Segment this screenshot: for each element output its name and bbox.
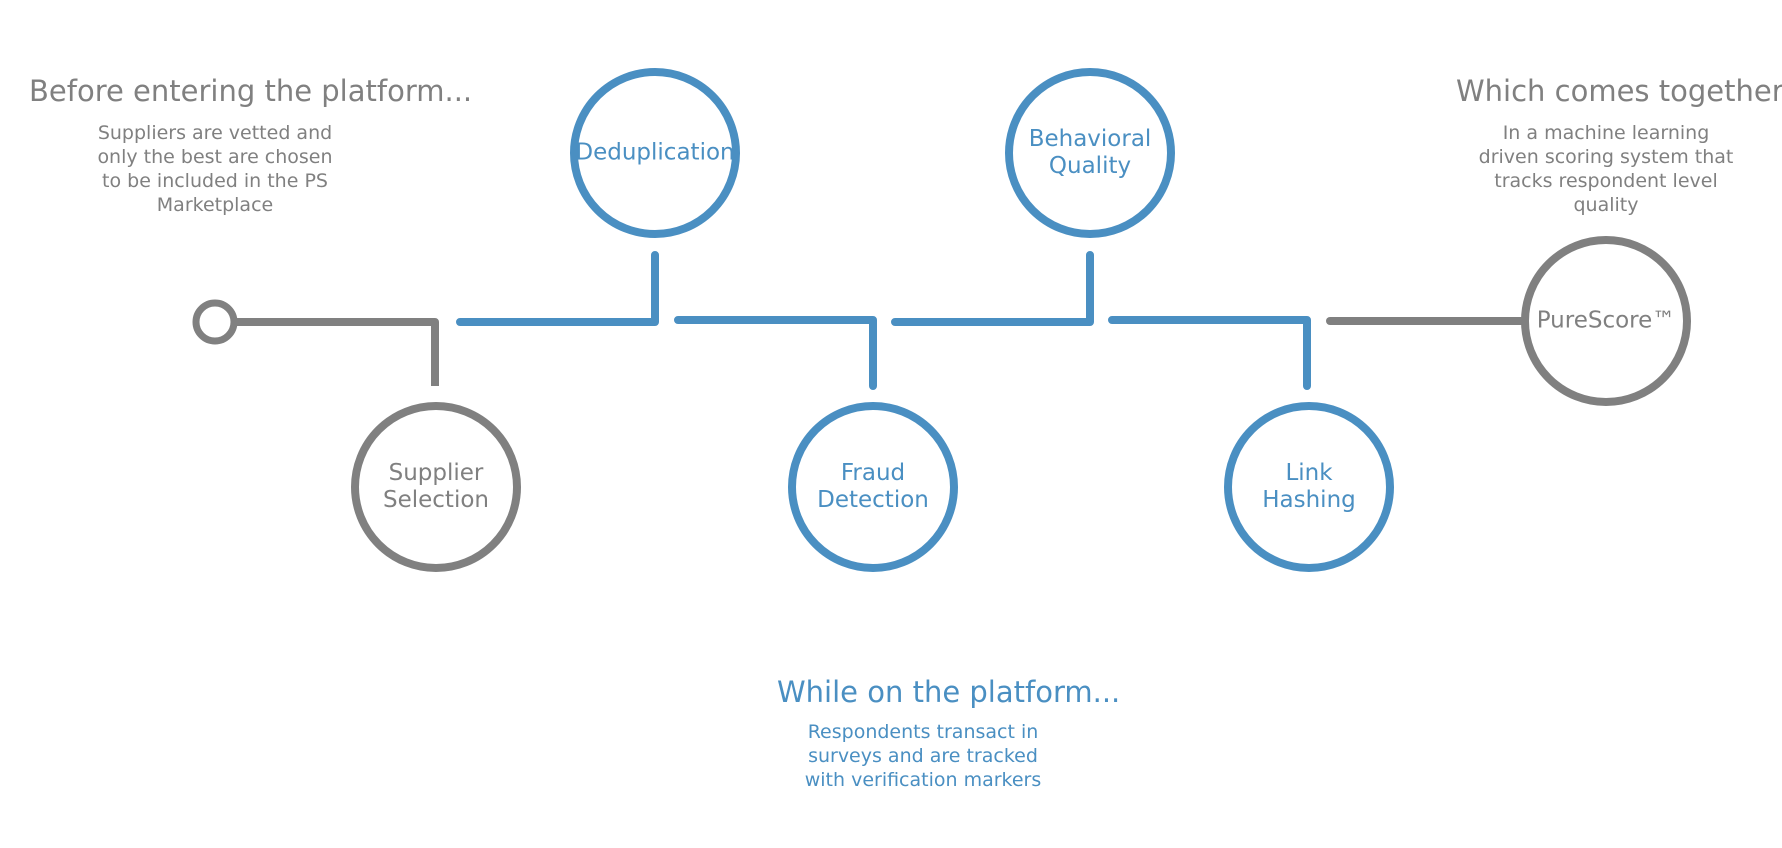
link-hashing-circle <box>1224 402 1394 572</box>
connector-fraud-to-behavioral <box>891 251 1094 326</box>
link-hashing-label: Link Hashing <box>1262 460 1356 513</box>
start-connector <box>235 318 439 386</box>
supplier-selection-circle <box>351 402 521 572</box>
purescore-circle <box>1521 236 1691 406</box>
start-marker <box>192 299 238 345</box>
before-heading: Before entering the platform... <box>29 74 473 108</box>
during-heading: While on the platform... <box>777 675 1121 709</box>
after-description: In a machine learning driven scoring sys… <box>1478 122 1734 216</box>
supplier-selection-label: Supplier Selection <box>383 460 489 513</box>
behavioral-quality-circle <box>1005 68 1175 238</box>
purescore-label: PureScore™ <box>1536 307 1676 334</box>
before-description: Suppliers are vetted and only the best a… <box>97 122 333 216</box>
fraud-detection-circle <box>788 402 958 572</box>
behavioral-quality-label: Behavioral Quality <box>1028 126 1152 179</box>
connector-supplier-to-deduplication <box>456 251 659 326</box>
deduplication-circle <box>570 68 740 238</box>
connector-behavioral-to-link <box>1108 316 1311 390</box>
after-heading: Which comes together... <box>1456 74 1782 108</box>
fraud-detection-label: Fraud Detection <box>817 460 929 513</box>
during-description: Respondents transact in surveys and are … <box>804 721 1042 791</box>
connector-deduplication-to-fraud <box>674 316 877 390</box>
deduplication-label: Deduplication <box>575 139 735 166</box>
